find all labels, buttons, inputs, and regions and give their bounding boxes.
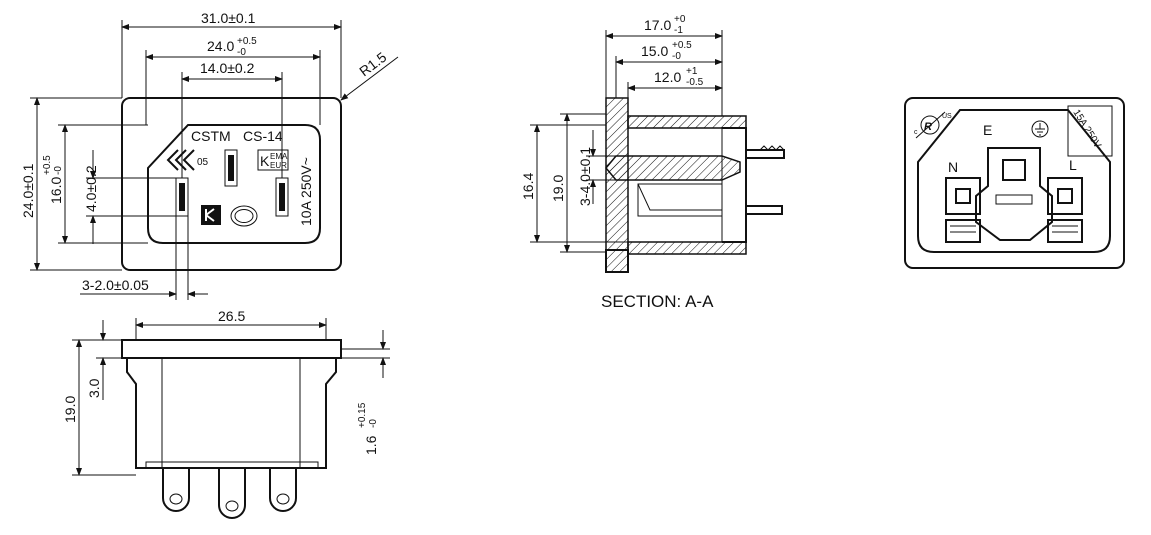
dim-depth-12: 12.0: [654, 69, 681, 85]
dim-height-inner-sub: -0: [53, 166, 64, 175]
section-terminal-bottom: [746, 205, 783, 215]
front-view: 05 K EMA EUR CSTM CS-14 10A 250V~ 31.0±0…: [20, 10, 399, 300]
label-eur: EUR: [270, 161, 287, 170]
section-top-wall: [627, 115, 747, 129]
dim-bottom-flange: 3.0: [86, 378, 102, 398]
dim-height-overall: 24.0±0.1: [20, 163, 36, 218]
front-pin-left-core: [179, 183, 185, 211]
rear-n-terminal: [945, 177, 981, 215]
kc-logo-icon: [201, 205, 221, 225]
rear-l-terminal: [1047, 177, 1083, 215]
dim-radius: R1.5: [356, 49, 389, 80]
dim-width-overall: 31.0±0.1: [201, 10, 256, 26]
dim-width-inner: 24.0: [207, 38, 234, 54]
section-rear-wall: [722, 127, 747, 243]
cqc-chevron-icon: [166, 149, 195, 171]
ul-logo-icon: R c US: [914, 111, 952, 139]
rear-rating-box: [1067, 105, 1113, 157]
ccc-logo-inner: [234, 209, 254, 223]
dim-depth-15-sub: -0: [672, 51, 681, 62]
label-cs14: CS-14: [243, 128, 283, 144]
terminal-left: [162, 468, 190, 512]
label-cstm: CSTM: [191, 128, 231, 144]
kc-logo-mark: [205, 208, 215, 222]
dim-bottom-width: 26.5: [218, 308, 245, 324]
dim-depth-15-sup: +0.5: [672, 40, 692, 51]
dim-thickness: 1.6: [363, 435, 379, 455]
label-l: L: [1069, 157, 1077, 173]
rear-earth-terminal: [975, 147, 1053, 241]
dim-depth-17-sub: -1: [674, 25, 683, 36]
dim-depth-15: 15.0: [641, 43, 668, 59]
dim-height-164: 16.4: [520, 173, 536, 200]
dim-height-inner-sup: +0.5: [42, 155, 53, 175]
bottom-flange: [121, 339, 342, 359]
bottom-strip: [145, 461, 319, 469]
ccc-logo-icon: [230, 205, 258, 227]
front-pin-earth-core: [228, 155, 234, 181]
section-inner-detail: [637, 183, 722, 211]
rear-earth-screw: [1002, 159, 1026, 181]
section-pin: [605, 155, 741, 181]
label-kema: EMA: [270, 152, 288, 161]
label-e: E: [983, 122, 992, 138]
rear-outer-body: [904, 97, 1125, 269]
front-pin-earth: [224, 149, 238, 187]
rear-l-base: [1047, 219, 1083, 243]
dim-thickness-sup: +0.15: [357, 402, 368, 428]
dim-slot-width: 3-2.0±0.05: [82, 277, 149, 293]
ul-c: c: [914, 129, 918, 136]
front-pin-right-core: [279, 183, 285, 211]
section-bottom-wall: [627, 241, 747, 255]
kema-box: [257, 149, 289, 171]
dim-depth-17-sup: +0: [674, 14, 686, 25]
rear-view: R c US 15A 250V~ E N L: [904, 97, 1125, 269]
rear-inner-cavity: [917, 109, 1111, 253]
rear-earth-slot: [995, 194, 1033, 205]
dim-depth-12-sup: +1: [686, 66, 698, 77]
rear-n-base: [945, 219, 981, 243]
dim-depth-17: 17.0: [644, 17, 671, 33]
label-05: 05: [197, 157, 209, 168]
section-flange: [605, 97, 629, 273]
dim-width-inner-sup: +0.5: [237, 36, 257, 47]
rear-l-screw: [1057, 188, 1073, 204]
dim-slot: 3-4.0±0.1: [577, 147, 593, 206]
dim-width-inner-sub: -0: [237, 47, 246, 58]
bottom-body: [126, 358, 337, 469]
bottom-view: 26.5 19.0 3.0 1.6 +0.15 -0: [62, 308, 390, 519]
terminal-right: [269, 468, 297, 512]
dim-bottom-height: 19.0: [62, 396, 78, 423]
svg-text:R: R: [924, 121, 932, 133]
section-caption: SECTION: A-A: [601, 292, 714, 311]
section-inner-block: [637, 183, 723, 217]
front-inner-cavity: [147, 124, 321, 244]
dim-width-pins: 14.0±0.2: [200, 60, 255, 76]
section-view: 17.0 +0 -1 15.0 +0.5 -0 12.0 +1 -0.5 16.…: [520, 14, 785, 311]
label-n: N: [948, 159, 958, 175]
ul-us: US: [942, 113, 952, 120]
section-terminal-top: [746, 149, 785, 159]
radius-leader: [340, 56, 399, 101]
dim-height-190: 19.0: [550, 175, 566, 202]
earth-icon: [1031, 120, 1049, 138]
dim-depth-12-sub: -0.5: [686, 77, 704, 88]
front-outer-body: [121, 97, 342, 271]
dim-height-inner: 16.0: [48, 177, 64, 204]
section-terminal-teeth: [759, 145, 785, 151]
dim-thickness-sub: -0: [368, 419, 379, 428]
rear-n-screw: [955, 188, 971, 204]
rear-rating: 15A 250V~: [1070, 108, 1105, 156]
section-flange-foot: [605, 249, 629, 273]
terminal-middle: [218, 468, 246, 519]
dim-height-pins: 4.0±0.2: [83, 165, 99, 212]
label-kema-k: K: [260, 153, 270, 169]
label-rating-front: 10A 250V~: [298, 157, 314, 226]
